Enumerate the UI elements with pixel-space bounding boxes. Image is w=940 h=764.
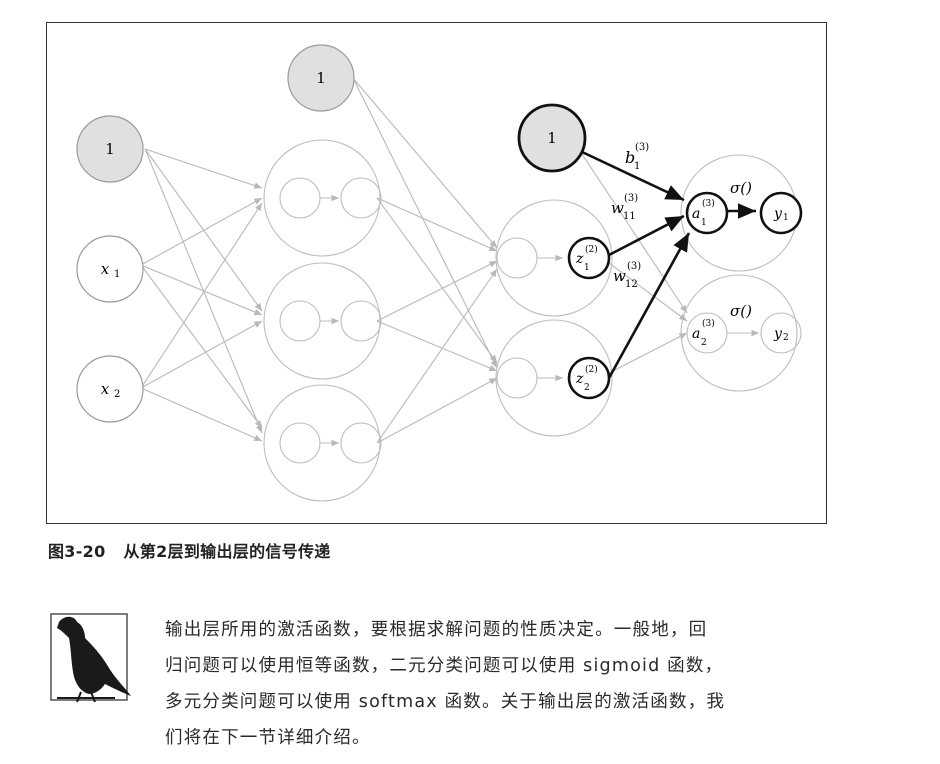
- node-z2: [567, 356, 611, 400]
- caption-text: 从第2层到输出层的信号传递: [123, 542, 331, 561]
- layer2-neurons: [495, 199, 613, 437]
- note-line: 们将在下一节详细介绍。: [165, 728, 371, 748]
- bias-node-layer2: [517, 103, 587, 173]
- b1-subscript: 1: [634, 161, 640, 172]
- w11-superscript: (3): [624, 193, 638, 204]
- a1-label: a: [692, 206, 700, 222]
- z2-subscript: 2: [584, 383, 590, 393]
- z1-subscript: 1: [584, 263, 590, 273]
- neural-network-diagram: 1 x 1 x 2 1 1 z 1 (2) z 2 (2) a 1 (3) y …: [76, 44, 803, 502]
- sigma1-label: σ(): [730, 179, 752, 197]
- x1-subscript: 1: [114, 269, 120, 280]
- z2-label: z: [575, 371, 584, 387]
- node-z1: [567, 236, 611, 280]
- sigma2-label: σ(): [730, 302, 752, 320]
- figure-caption: 图3-20 从第2层到输出层的信号传递: [48, 538, 331, 562]
- x2-subscript: 2: [114, 389, 120, 400]
- x2-label: x: [101, 380, 110, 398]
- edges-input-to-layer1: [140, 148, 263, 442]
- w11-label: w: [611, 199, 624, 217]
- layer1-neurons: [263, 139, 382, 502]
- w11-subscript: 11: [623, 211, 636, 222]
- node-y1: [759, 191, 803, 235]
- input-node-x2: [76, 355, 144, 423]
- crow-icon: [45, 610, 135, 706]
- y1-subscript: 1: [783, 213, 789, 223]
- bias-node-input-label: 1: [105, 140, 115, 158]
- note-line: 输出层所用的激活函数，要根据求解问题的性质决定。一般地，回: [165, 620, 708, 640]
- highlighted-edges: [579, 149, 756, 379]
- node-a1: [685, 191, 729, 235]
- note-line: 多元分类问题可以使用 softmax 函数。关于输出层的激活函数，我: [165, 692, 726, 712]
- y2-label: y: [773, 326, 783, 342]
- y1-label: y: [773, 206, 783, 222]
- figure-frame: 1 x 1 x 2 1 1 z 1 (2) z 2 (2) a 1 (3) y …: [46, 22, 827, 524]
- a1-subscript: 1: [701, 218, 707, 228]
- x1-label: x: [101, 260, 110, 278]
- edges-layer2-to-output2: [579, 150, 688, 374]
- w12-superscript: (3): [627, 261, 641, 272]
- a1-superscript: (3): [702, 198, 715, 209]
- z1-superscript: (2): [585, 244, 598, 255]
- z1-label: z: [575, 251, 584, 267]
- note-line: 归问题可以使用恒等函数，二元分类问题可以使用 sigmoid 函数，: [165, 656, 724, 676]
- input-node-x1: [76, 235, 144, 303]
- y2-subscript: 2: [783, 333, 789, 343]
- bias-node-layer1: [287, 44, 355, 112]
- b1-superscript: (3): [635, 142, 649, 153]
- note-text: 输出层所用的激活函数，要根据求解问题的性质决定。一般地，回 归问题可以使用恒等函…: [165, 612, 835, 756]
- bias-node-layer2-label: 1: [547, 129, 557, 147]
- output-neurons: [680, 154, 802, 392]
- a2-label: a: [692, 326, 700, 342]
- edges-layer1-to-layer2: [352, 77, 498, 444]
- w12-subscript: 12: [625, 279, 638, 290]
- z2-superscript: (2): [585, 364, 598, 375]
- b1-label: b: [625, 148, 635, 167]
- bias-node-layer1-label: 1: [316, 69, 326, 87]
- a2-superscript: (3): [702, 318, 715, 329]
- caption-number: 图3-20: [48, 542, 106, 561]
- w12-label: w: [613, 267, 626, 285]
- bias-node-input: [76, 115, 144, 183]
- a2-subscript: 2: [701, 338, 707, 348]
